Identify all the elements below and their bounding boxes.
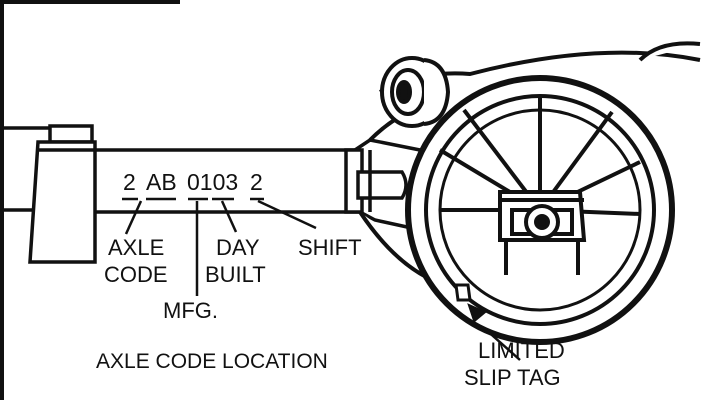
- leader-lines: [124, 199, 521, 361]
- axle-code: 2 AB 0103 2: [123, 169, 263, 195]
- axle-collar: [344, 148, 408, 214]
- pinion-yoke: [380, 56, 451, 128]
- label-built: BUILT: [205, 262, 266, 287]
- label-shift: SHIFT: [298, 235, 362, 260]
- bearing-cap: [498, 190, 587, 275]
- code-part-ab: AB: [146, 169, 177, 195]
- arrow-icon: [467, 303, 487, 323]
- label-code: CODE: [104, 262, 168, 287]
- limited-slip-tag: [454, 283, 472, 302]
- page-border: [0, 0, 180, 400]
- diagram-caption: AXLE CODE LOCATION: [96, 350, 328, 373]
- code-part-date: 0103: [187, 169, 238, 195]
- label-axle: AXLE: [108, 235, 164, 260]
- label-day: DAY: [216, 235, 260, 260]
- label-limited: LIMITED: [478, 338, 565, 363]
- code-part-axle: 2: [123, 169, 136, 195]
- code-part-shift: 2: [250, 169, 263, 195]
- spring-mount: [28, 124, 97, 264]
- label-slip-tag: SLIP TAG: [464, 365, 561, 390]
- label-mfg: MFG.: [163, 298, 218, 323]
